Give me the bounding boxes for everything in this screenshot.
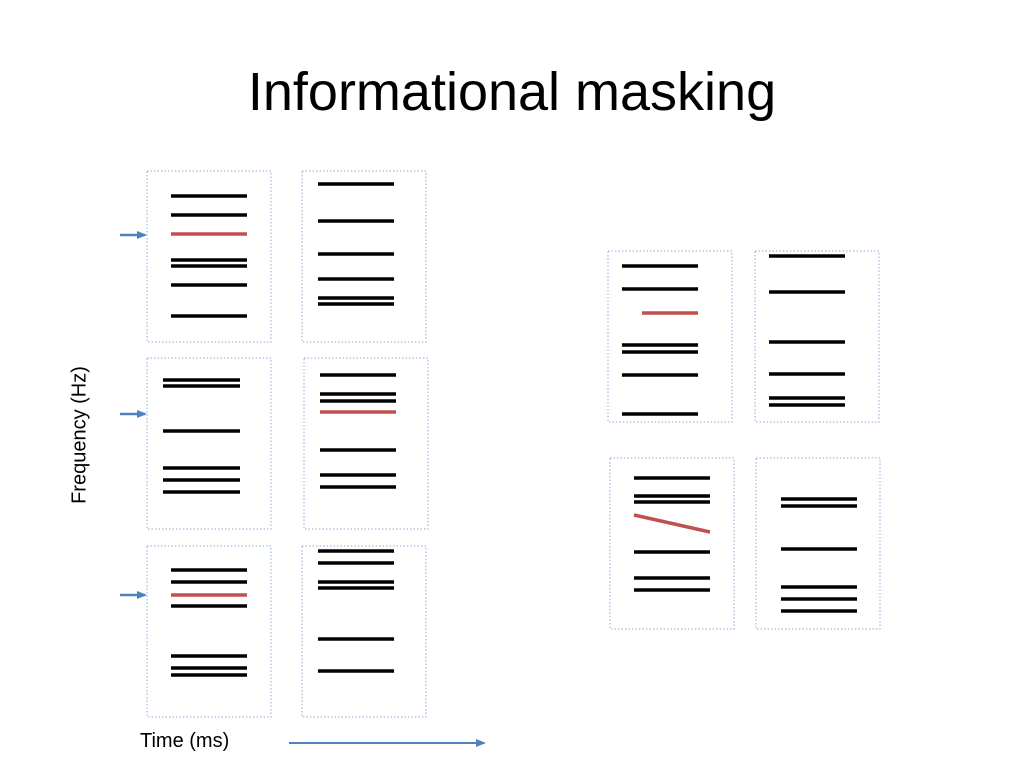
target-glide [633,513,711,534]
frequency-axis-label: Frequency (Hz) [68,366,91,504]
panel-right-2-masker [609,457,735,630]
panel-left-2-masker [146,357,272,530]
panel-left-1-comparison [301,170,427,343]
time-axis-label: Time (ms) [140,730,230,752]
panel-left-3-masker [146,545,272,718]
panel-left-3-comparison [301,545,427,718]
panel-right-2-comparison [755,457,881,630]
slide-title: Informational masking [247,62,777,122]
panel-right-1-masker [607,250,733,423]
panel-right-1-comparison [754,250,880,423]
panel-left-1-masker [146,170,272,343]
panel-left-2-comparison [303,357,429,530]
